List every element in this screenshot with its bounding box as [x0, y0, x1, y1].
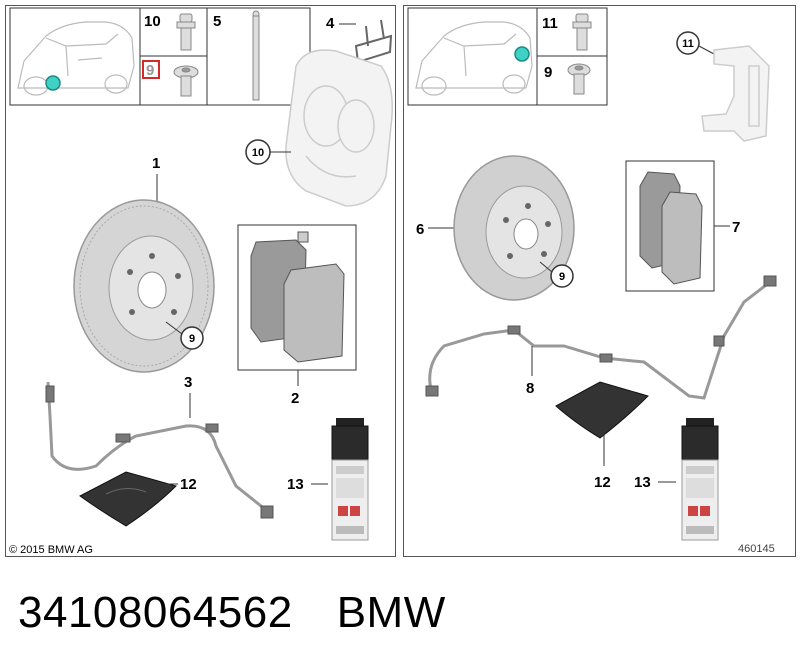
part-number: 34108064562 [18, 588, 293, 637]
caliper-carrier-icon [701, 45, 770, 142]
location-marker-icon [45, 75, 61, 91]
legend-label-9: 9 [146, 62, 154, 79]
svg-text:9: 9 [189, 333, 195, 345]
legend-label-9: 9 [544, 64, 552, 81]
callout-12: 12 [594, 474, 611, 491]
brand-name: BMW [336, 588, 446, 637]
caption: 34108064562 BMW [18, 588, 446, 638]
callout-circle-9: 9 [180, 326, 204, 350]
grease-packet-icon [555, 381, 649, 439]
callout-12: 12 [180, 476, 197, 493]
spray-can-icon [331, 418, 369, 541]
highlight-frame [142, 60, 160, 79]
caliper-bolt-icon [176, 13, 196, 51]
callout-2: 2 [291, 390, 299, 407]
svg-text:9: 9 [559, 271, 565, 283]
legend-label-5: 5 [213, 13, 221, 30]
left-legend-box [9, 7, 311, 106]
brake-disc-icon [453, 155, 575, 301]
right-parts-panel: 11 9 11 6 9 7 [403, 5, 796, 557]
callout-4: 4 [326, 15, 335, 32]
callout-circle-9: 9 [550, 264, 574, 288]
callout-circle-10: 10 [245, 139, 291, 165]
car-outline-icon [17, 21, 135, 96]
location-marker-icon [514, 46, 530, 62]
callout-circle-11: 11 [676, 31, 715, 55]
wear-sensor-connectors-icon [425, 275, 777, 397]
left-parts-panel: 10 9 5 4 10 1 [5, 5, 396, 557]
callout-13: 13 [287, 476, 304, 493]
grease-packet-icon [79, 471, 177, 527]
callout-6: 6 [416, 221, 424, 238]
callout-13: 13 [634, 474, 651, 491]
svg-text:10: 10 [252, 147, 264, 159]
wear-sensor-connectors-icon [45, 385, 274, 519]
svg-text:11: 11 [682, 38, 694, 50]
guide-bolt-icon [173, 65, 199, 97]
wear-sensor-cable-icon [428, 280, 771, 400]
callout-1: 1 [152, 155, 160, 172]
legend-label-11: 11 [542, 15, 558, 32]
car-outline-icon [415, 21, 533, 96]
right-parts-drawing: 11 9 11 6 9 7 [407, 7, 777, 555]
spray-can-icon [681, 418, 719, 541]
wear-sensor-cable-icon [46, 381, 269, 514]
callout-8: 8 [526, 380, 534, 397]
guide-pin-icon [252, 10, 260, 101]
copyright-text: © 2015 BMW AG [9, 544, 93, 556]
legend-label-10: 10 [144, 13, 161, 30]
left-parts-drawing: 10 9 5 4 10 1 [9, 7, 393, 556]
guide-bolt-icon [567, 63, 591, 95]
brake-disc-icon [73, 199, 215, 373]
diagram-id: 460145 [738, 543, 775, 555]
callout-7: 7 [732, 219, 740, 236]
brake-pads-box [625, 160, 715, 292]
caliper-icon [285, 49, 393, 207]
callout-3: 3 [184, 374, 192, 391]
caliper-bolt-icon [572, 13, 592, 51]
brake-pads-box [237, 224, 357, 371]
